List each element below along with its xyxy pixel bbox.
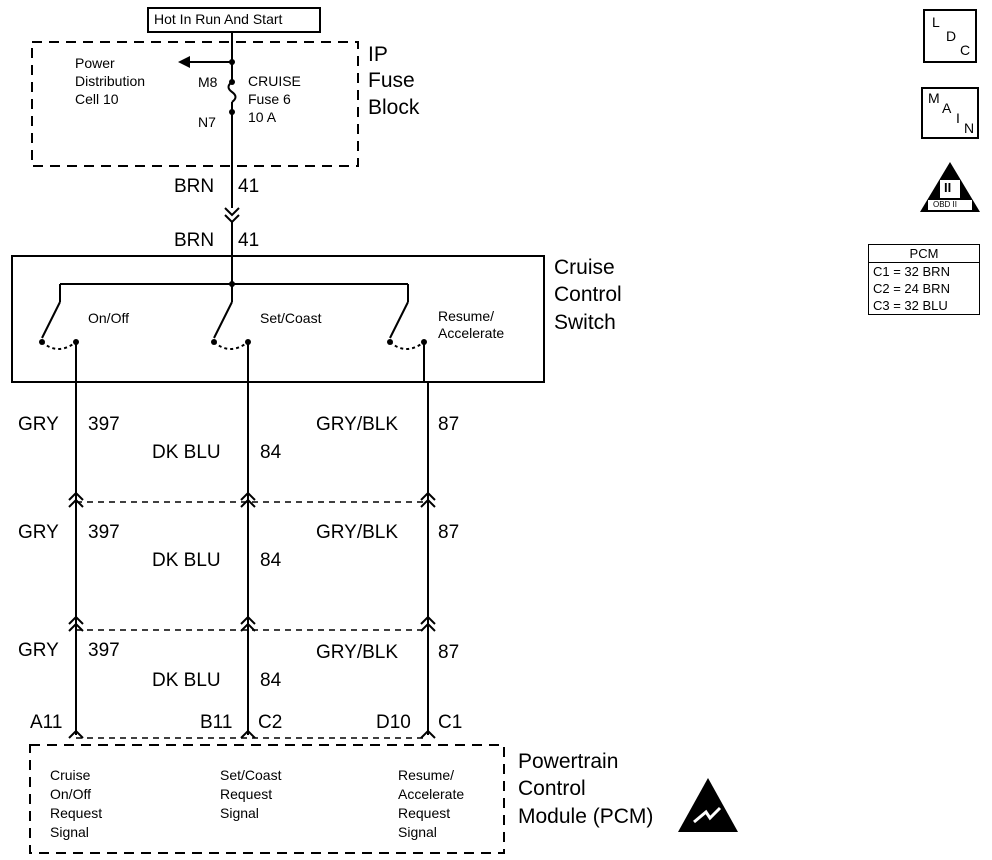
obd-label: OBD II bbox=[933, 200, 958, 209]
power-arrow bbox=[178, 56, 190, 68]
fuse-block-name: IP Fuse Block bbox=[368, 43, 420, 119]
wire-color-gryblk: GRY/BLK bbox=[316, 414, 399, 435]
feed-wire-circuit-2: 41 bbox=[238, 230, 260, 251]
wire-circuit-84: 84 bbox=[260, 550, 282, 571]
switch-blade-resume bbox=[389, 301, 409, 339]
esd-warning-icon bbox=[678, 778, 738, 832]
ldc-letter-c: C bbox=[960, 42, 971, 58]
header-box bbox=[147, 7, 321, 33]
wire-circuit-397: 397 bbox=[88, 414, 120, 435]
main-letter-a: A bbox=[942, 100, 952, 116]
wire-color-gry: GRY bbox=[18, 414, 59, 435]
wire-circuit-84: 84 bbox=[260, 670, 282, 691]
pcm-signal-onoff: Cruise On/Off Request Signal bbox=[50, 767, 103, 840]
wire-color-dkblu: DK BLU bbox=[152, 442, 221, 463]
ldc-icon-box bbox=[923, 9, 977, 63]
wire-color-gryblk: GRY/BLK bbox=[316, 522, 399, 543]
connector-chevron bbox=[224, 207, 240, 224]
pcm-signal-resume: Resume/ Accelerate Request Signal bbox=[398, 767, 465, 840]
fuse-block-outline bbox=[31, 41, 359, 167]
pcm-name: Powertrain Control Module (PCM) bbox=[518, 750, 654, 828]
wire-circuit-87: 87 bbox=[438, 414, 460, 435]
wire-color-dkblu: DK BLU bbox=[152, 670, 221, 691]
wire-circuit-397: 397 bbox=[88, 640, 120, 661]
fuse-label: CRUISE Fuse 6 10 A bbox=[248, 73, 301, 126]
main-letter-n: N bbox=[964, 120, 975, 136]
pcm-table-row: C3 = 32 BLU bbox=[873, 298, 948, 313]
switch-blade-onoff bbox=[41, 301, 61, 339]
feed-wire-color-2: BRN bbox=[174, 230, 215, 251]
wire-circuit-87: 87 bbox=[438, 522, 460, 543]
fuse-pin-top: M8 bbox=[198, 74, 218, 90]
header-label: Hot In Run And Start bbox=[154, 11, 283, 27]
pcm-pin-a11: A11 bbox=[30, 712, 63, 733]
feed-wire-circuit-1: 41 bbox=[238, 176, 260, 197]
switch-blade-set bbox=[213, 301, 233, 339]
wire-color-gry: GRY bbox=[18, 522, 59, 543]
pcm-pin-b11: B11 bbox=[200, 712, 233, 733]
contact-set-coast: Set/Coast bbox=[260, 310, 322, 326]
pcm-table-title: PCM bbox=[869, 245, 979, 263]
ldc-letter-d: D bbox=[946, 28, 957, 44]
pcm-signal-set: Set/Coast Request Signal bbox=[220, 767, 282, 821]
main-icon-box bbox=[921, 87, 979, 139]
fuse-symbol bbox=[227, 81, 237, 103]
feed-wire-color-1: BRN bbox=[174, 176, 215, 197]
wire-color-dkblu: DK BLU bbox=[152, 550, 221, 571]
pcm-conn-c2: C2 bbox=[258, 712, 283, 733]
power-distribution-label: Power Distribution Cell 10 bbox=[75, 55, 146, 108]
switch-outline bbox=[11, 255, 545, 383]
main-letter-i: I bbox=[956, 110, 960, 126]
contact-onoff: On/Off bbox=[88, 310, 129, 326]
wire-color-gryblk: GRY/BLK bbox=[316, 642, 399, 663]
obd-ii-icon bbox=[920, 162, 980, 212]
switch-name: Cruise Control Switch bbox=[554, 256, 622, 334]
wire-circuit-87: 87 bbox=[438, 642, 460, 663]
main-letter-m: M bbox=[928, 90, 940, 106]
pcm-pin-d10: D10 bbox=[376, 712, 411, 733]
wire-color-gry: GRY bbox=[18, 640, 59, 661]
pcm-outline bbox=[29, 744, 505, 854]
contact-resume: Resume/ Accelerate bbox=[438, 308, 505, 341]
fuse-pin-bottom: N7 bbox=[198, 114, 216, 130]
ldc-letter-l: L bbox=[932, 14, 940, 30]
pcm-table-row: C1 = 32 BRN bbox=[873, 264, 950, 279]
wire-circuit-397: 397 bbox=[88, 522, 120, 543]
pcm-connector-table: PCM C1 = 32 BRN C2 = 24 BRN C3 = 32 BLU bbox=[868, 244, 980, 315]
pcm-conn-c1: C1 bbox=[438, 712, 463, 733]
pcm-table-row: C2 = 24 BRN bbox=[873, 281, 950, 296]
wire-circuit-84: 84 bbox=[260, 442, 282, 463]
obd-numeral: II bbox=[944, 180, 952, 195]
